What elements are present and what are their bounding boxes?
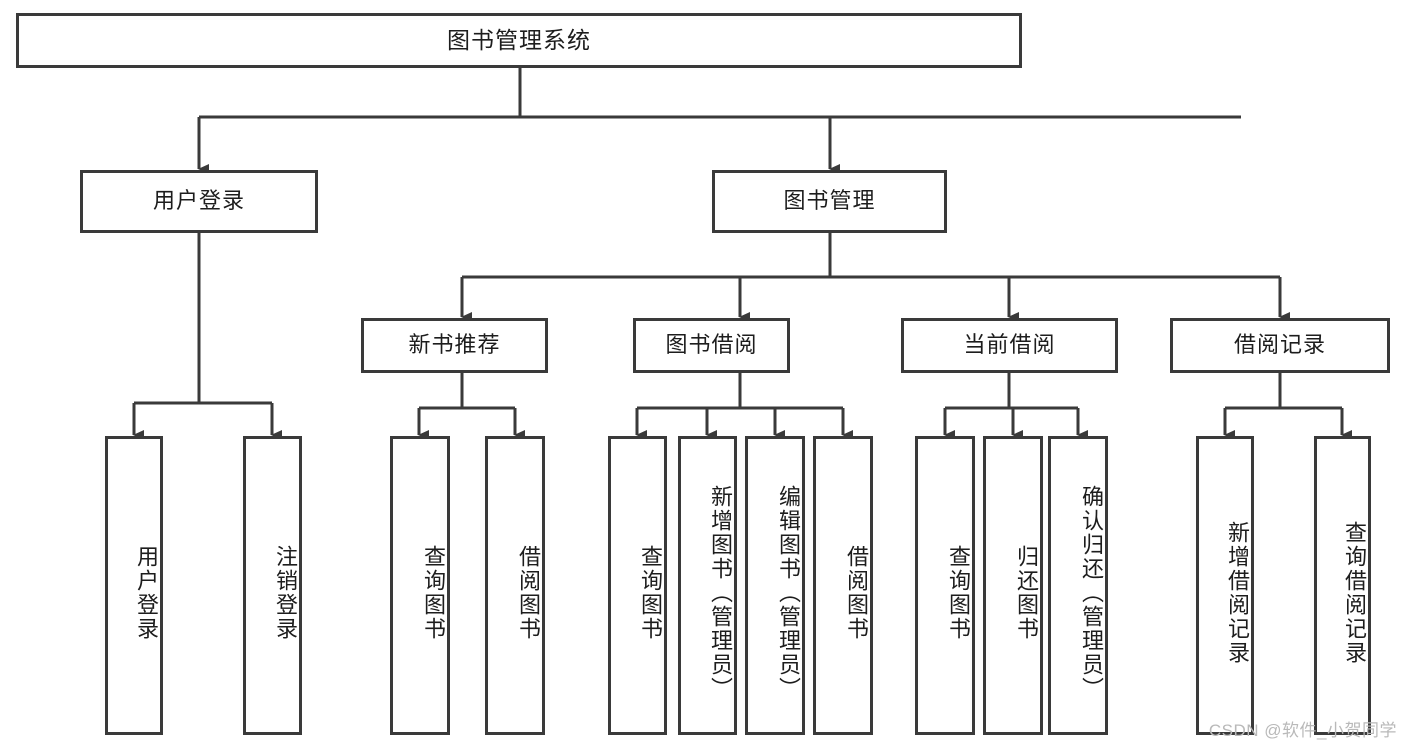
node-leaf-confirm-return[interactable]: 确认归还（管理员） — [1048, 436, 1108, 735]
node-leaf-label: 归还图书 — [1014, 544, 1039, 641]
node-book-manage-label: 图书管理 — [783, 188, 876, 214]
node-user-login-label: 用户登录 — [152, 188, 245, 214]
node-leaf-query-book-rec[interactable]: 查询图书 — [390, 436, 450, 735]
node-leaf-add-record[interactable]: 新增借阅记录 — [1196, 436, 1254, 735]
node-leaf-return-book[interactable]: 归还图书 — [983, 436, 1043, 735]
node-leaf-label: 查询图书 — [638, 544, 663, 641]
node-new-book-recommend-label: 新书推荐 — [408, 332, 501, 358]
node-leaf-query-book-cur[interactable]: 查询图书 — [915, 436, 975, 735]
node-book-borrow-label: 图书借阅 — [665, 332, 758, 358]
node-leaf-label: 查询图书 — [946, 544, 971, 641]
node-leaf-label: 确认归还（管理员） — [1079, 484, 1104, 701]
node-root-label: 图书管理系统 — [447, 26, 591, 53]
node-current-borrow-label: 当前借阅 — [963, 332, 1056, 358]
node-leaf-query-book-borrow[interactable]: 查询图书 — [608, 436, 667, 735]
node-leaf-logout-login[interactable]: 注销登录 — [243, 436, 302, 735]
node-book-borrow[interactable]: 图书借阅 — [633, 318, 790, 373]
node-leaf-label: 编辑图书（管理员） — [776, 484, 801, 701]
node-leaf-label: 用户登录 — [134, 544, 159, 641]
node-leaf-label: 借阅图书 — [844, 544, 869, 641]
node-leaf-user-login[interactable]: 用户登录 — [105, 436, 163, 735]
node-leaf-borrow-book[interactable]: 借阅图书 — [813, 436, 873, 735]
node-leaf-label: 查询借阅记录 — [1342, 520, 1367, 665]
node-book-manage[interactable]: 图书管理 — [712, 170, 947, 233]
node-leaf-label: 注销登录 — [273, 544, 298, 641]
node-leaf-label: 查询图书 — [421, 544, 446, 641]
node-root[interactable]: 图书管理系统 — [16, 13, 1022, 68]
node-leaf-borrow-book-rec[interactable]: 借阅图书 — [485, 436, 545, 735]
node-leaf-label: 新增借阅记录 — [1225, 520, 1250, 665]
node-current-borrow[interactable]: 当前借阅 — [901, 318, 1118, 373]
node-leaf-add-book[interactable]: 新增图书（管理员） — [678, 436, 737, 735]
node-leaf-edit-book[interactable]: 编辑图书（管理员） — [745, 436, 805, 735]
node-borrow-record-label: 借阅记录 — [1233, 332, 1326, 358]
node-user-login[interactable]: 用户登录 — [80, 170, 318, 233]
node-leaf-query-record[interactable]: 查询借阅记录 — [1314, 436, 1371, 735]
node-leaf-label: 借阅图书 — [516, 544, 541, 641]
node-leaf-label: 新增图书（管理员） — [708, 484, 733, 701]
node-new-book-recommend[interactable]: 新书推荐 — [361, 318, 548, 373]
csdn-watermark: CSDN @软件_小贺同学 — [1208, 721, 1397, 740]
node-borrow-record[interactable]: 借阅记录 — [1170, 318, 1390, 373]
